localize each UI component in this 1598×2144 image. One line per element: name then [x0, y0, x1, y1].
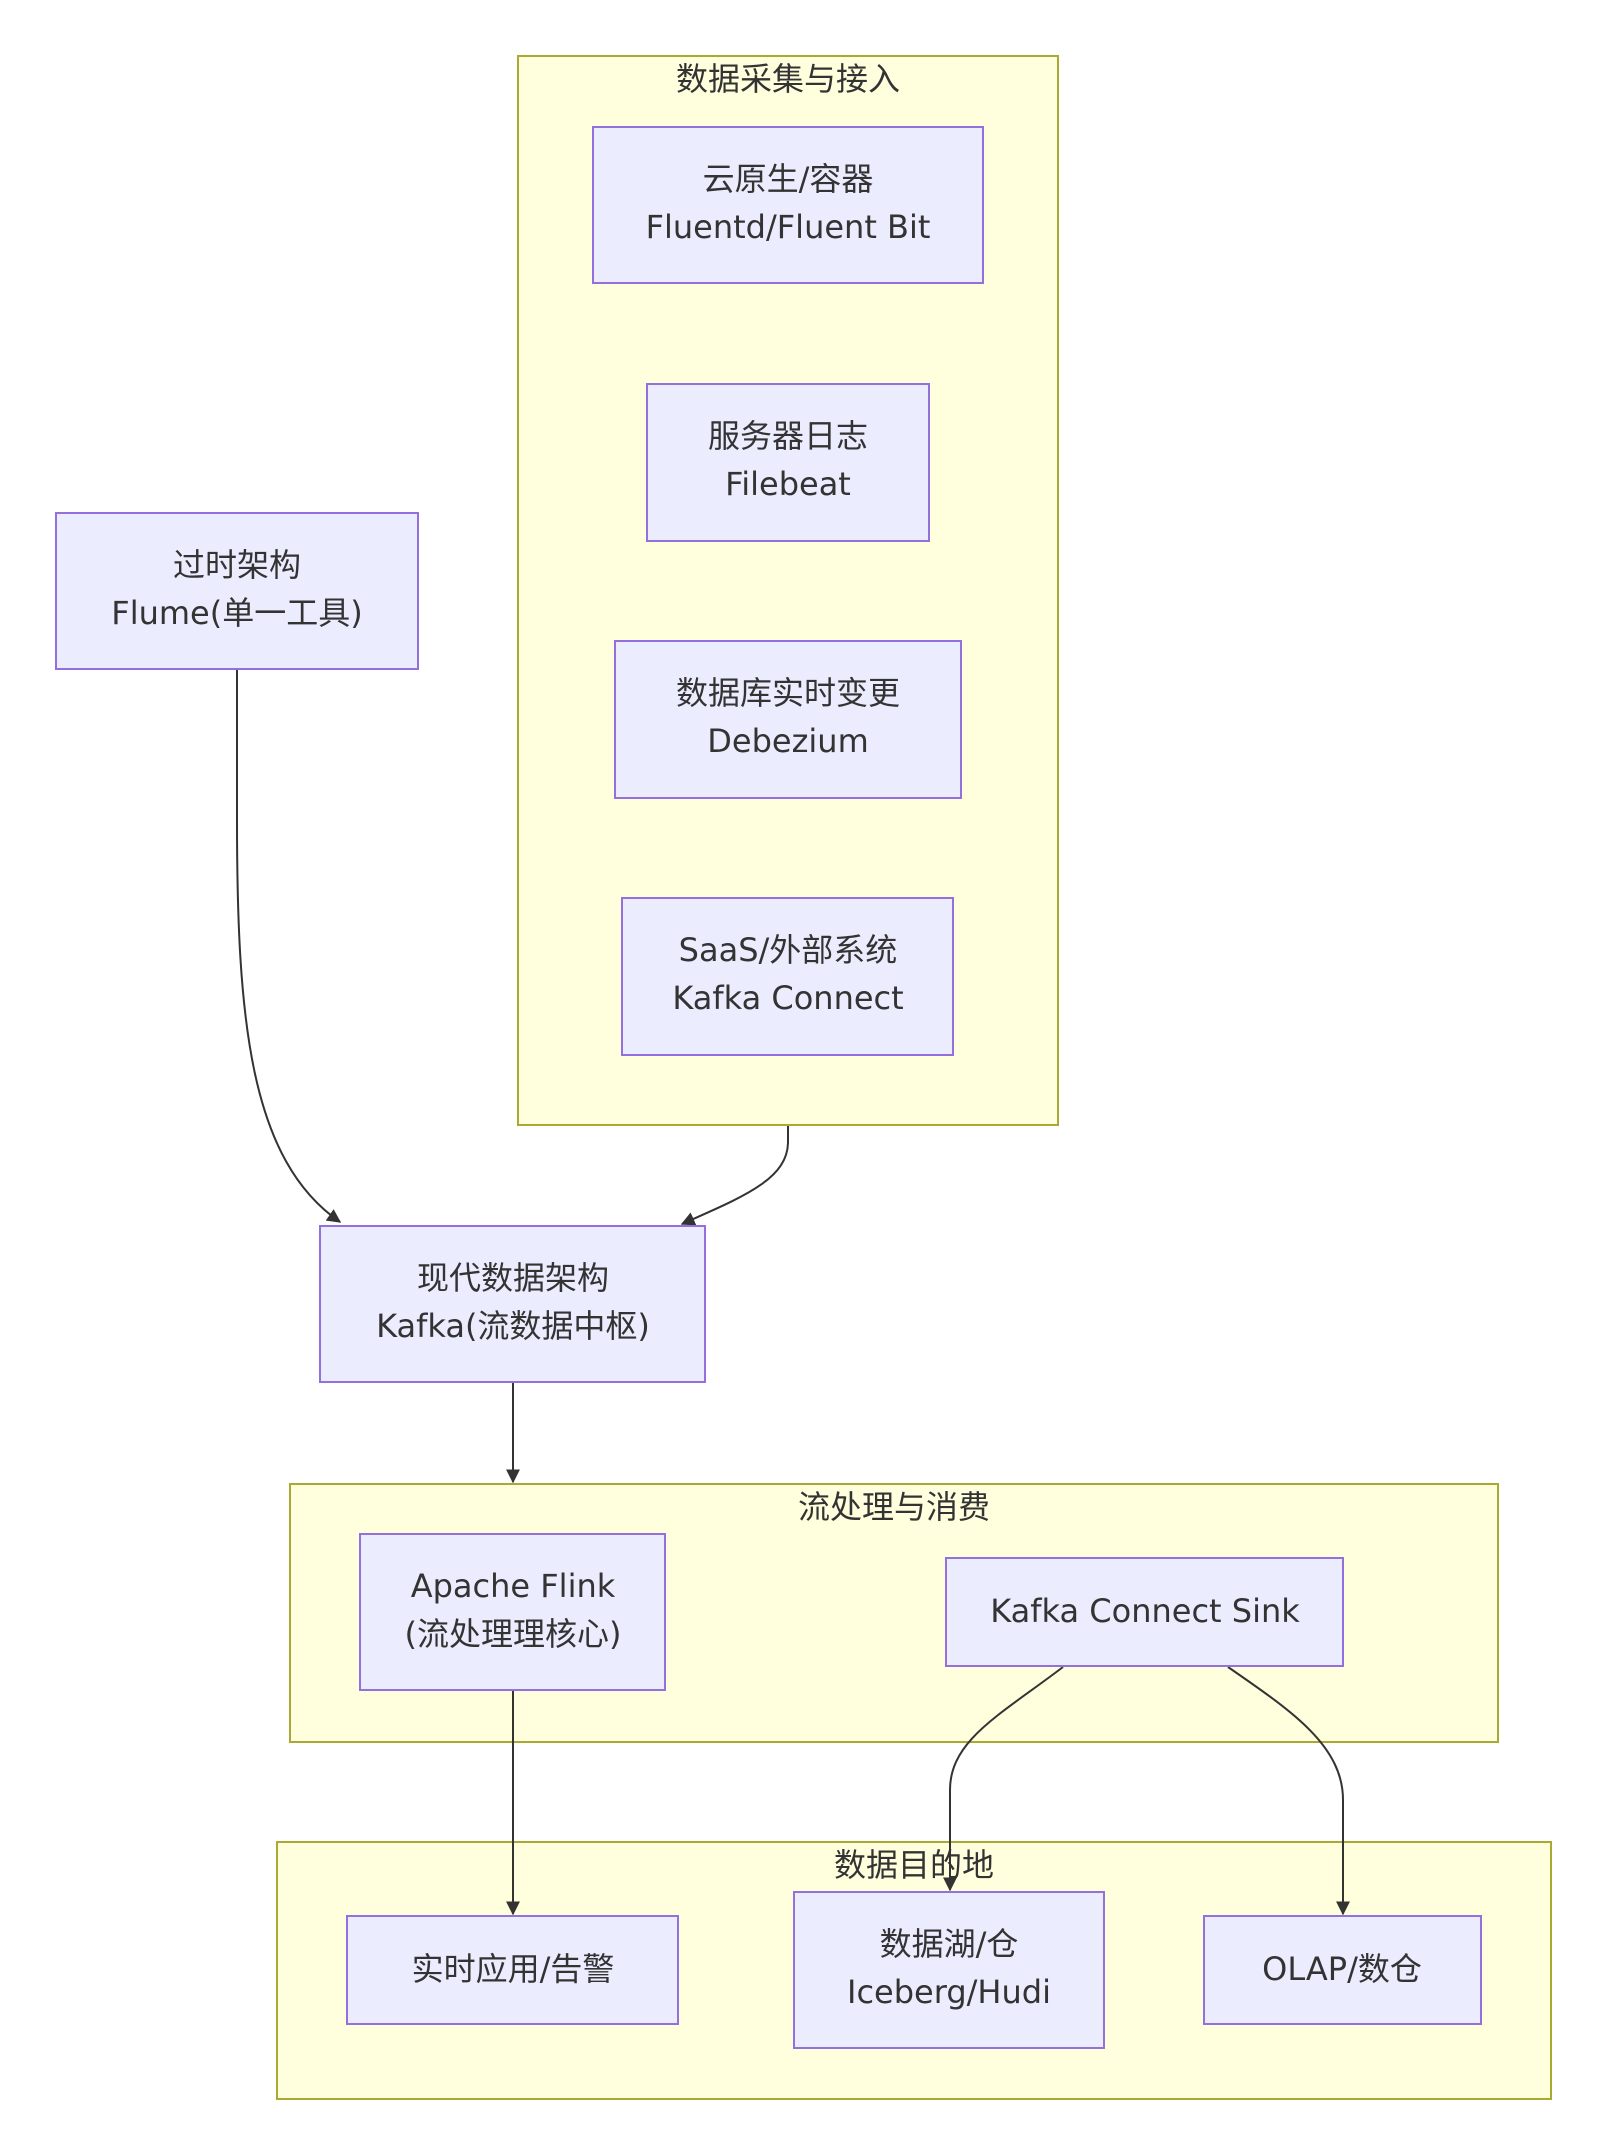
node-cloud-native-box — [592, 126, 984, 284]
node-cloud-native-line1: 云原生/容器 — [703, 160, 874, 198]
node-legacy-line1: 过时架构 — [173, 546, 301, 584]
node-saas-box — [621, 897, 954, 1056]
node-cdc: 数据库实时变更 Debezium — [614, 640, 962, 799]
node-cdc-line1: 数据库实时变更 — [676, 674, 900, 712]
node-flink-line2: (流处理理核心) — [405, 1615, 622, 1653]
cluster-ingest-title: 数据采集与接入 — [676, 60, 900, 98]
node-server-logs-box — [646, 383, 930, 542]
node-realtime: 实时应用/告警 — [346, 1915, 679, 2025]
node-saas-line2: Kafka Connect — [672, 979, 903, 1017]
node-server-logs-line1: 服务器日志 — [708, 417, 868, 455]
node-lake-line1: 数据湖/仓 — [880, 1925, 1019, 1963]
node-saas-line1: SaaS/外部系统 — [679, 931, 898, 969]
node-cloud-native: 云原生/容器 Fluentd/Fluent Bit — [592, 126, 984, 284]
node-olap-line1: OLAP/数仓 — [1262, 1950, 1422, 1988]
node-realtime-box — [346, 1915, 679, 2025]
node-legacy-line2: Flume(单一工具) — [111, 594, 362, 632]
node-legacy-box — [55, 512, 419, 670]
node-flink-line1: Apache Flink — [411, 1567, 616, 1605]
node-legacy: 过时架构 Flume(单一工具) — [55, 512, 419, 670]
node-olap-box — [1203, 1915, 1482, 2025]
node-server-logs: 服务器日志 Filebeat — [646, 383, 930, 542]
edge-ingest-to-kafka — [680, 1126, 789, 1226]
node-kafka-line2: Kafka(流数据中枢) — [376, 1307, 650, 1345]
node-cdc-line2: Debezium — [707, 722, 868, 760]
node-lake: 数据湖/仓 Iceberg/Hudi — [793, 1891, 1105, 2049]
node-connect-sink-box — [945, 1557, 1344, 1667]
node-saas: SaaS/外部系统 Kafka Connect — [621, 897, 954, 1056]
node-flink-box — [359, 1533, 666, 1691]
cluster-destinations-title: 数据目的地 — [834, 1846, 994, 1884]
node-lake-line2: Iceberg/Hudi — [847, 1973, 1051, 2011]
node-server-logs-line2: Filebeat — [725, 465, 851, 503]
node-olap: OLAP/数仓 — [1203, 1915, 1482, 2025]
node-flink: Apache Flink (流处理理核心) — [359, 1533, 666, 1691]
node-lake-box — [793, 1891, 1105, 2049]
edge-legacy-to-kafka — [236, 670, 342, 1223]
edge-sink-to-olap — [1227, 1666, 1350, 1916]
node-cloud-native-line2: Fluentd/Fluent Bit — [646, 208, 931, 246]
node-cdc-box — [614, 640, 962, 799]
node-connect-sink: Kafka Connect Sink — [945, 1557, 1344, 1667]
node-connect-sink-line1: Kafka Connect Sink — [990, 1592, 1300, 1630]
edge-sink-to-lake — [943, 1666, 1064, 1892]
cluster-processing-title: 流处理与消费 — [798, 1488, 990, 1526]
node-kafka-line1: 现代数据架构 — [417, 1259, 609, 1297]
node-realtime-line1: 实时应用/告警 — [412, 1950, 615, 1988]
node-kafka-box — [319, 1225, 706, 1383]
node-kafka: 现代数据架构 Kafka(流数据中枢) — [319, 1225, 706, 1383]
